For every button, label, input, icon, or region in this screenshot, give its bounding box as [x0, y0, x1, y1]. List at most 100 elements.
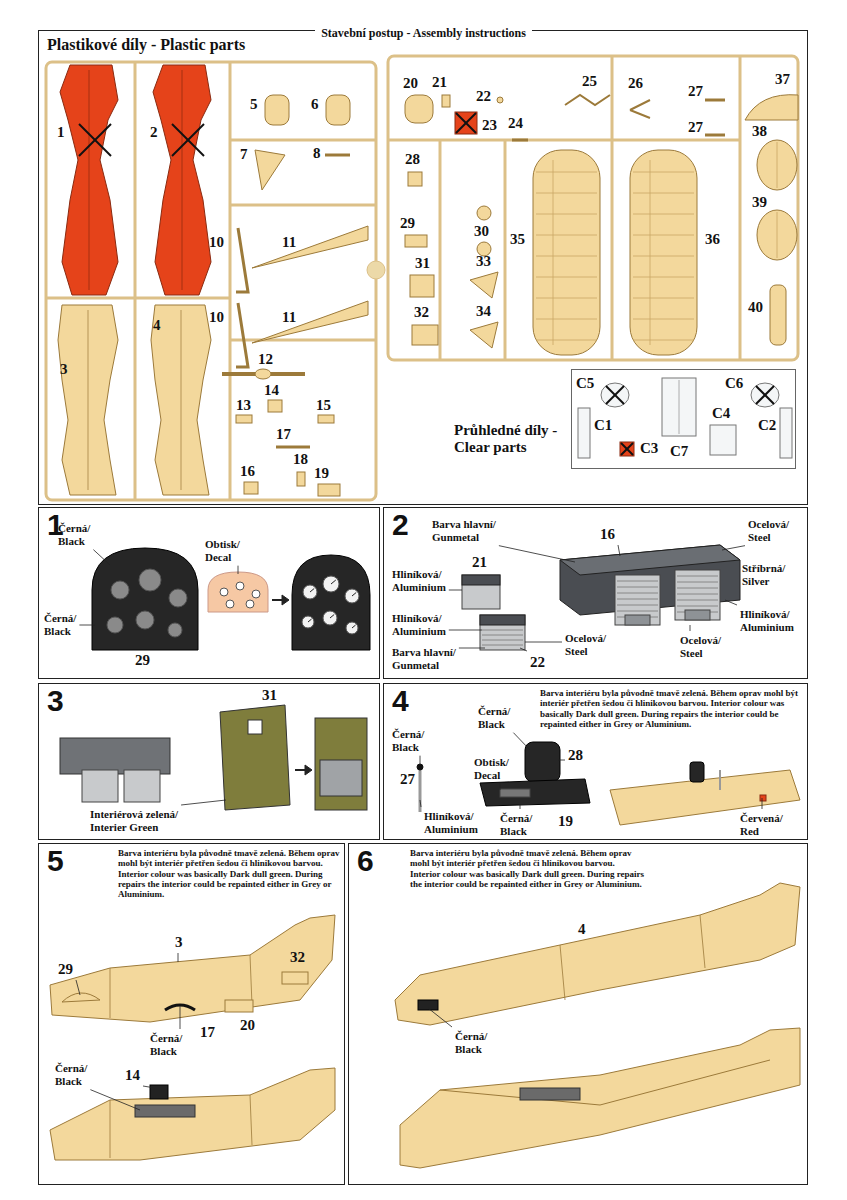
seat-back [525, 742, 560, 782]
color-callout: Černá/ Black [44, 612, 89, 637]
color-callout: Černá/ Black [150, 1032, 195, 1057]
cylinder-fin [617, 587, 658, 588]
dial-needle [310, 589, 314, 593]
color-callout: Obtisk/ Decal [205, 538, 255, 563]
leader-line [420, 756, 421, 764]
step-panel: 3 [38, 683, 380, 840]
fuselage-half [50, 915, 335, 1022]
cockpit-opening [520, 1088, 580, 1100]
remove-cross [756, 386, 774, 404]
callout-number: 27 [688, 84, 703, 99]
wing-rib [536, 172, 597, 173]
part-shape [757, 140, 797, 190]
cylinder-fin [617, 605, 658, 606]
cylinder-top [480, 615, 525, 625]
wing-rib [536, 319, 597, 320]
fuselage-half [395, 883, 800, 1025]
callout-number: C3 [640, 441, 658, 456]
cylinder-fin [677, 576, 718, 577]
firewall [220, 705, 290, 810]
cylinder-fin [482, 640, 523, 641]
step-panel: 5 [38, 843, 345, 1185]
cylinder-fin [677, 600, 718, 601]
note-text: Barva interiéru byla původně tmavě zelen… [540, 688, 802, 729]
dial [323, 611, 337, 625]
part-removed [620, 442, 634, 456]
clear-part [780, 408, 792, 458]
cylinder-part [462, 575, 500, 609]
part-shape [255, 150, 285, 190]
callout-number: 6 [311, 97, 319, 112]
cylinder-top [462, 575, 500, 585]
callout-number: 15 [316, 398, 331, 413]
callout-number: 1 [57, 125, 65, 140]
callout-number: C4 [712, 406, 730, 421]
part-shape [470, 322, 498, 348]
callout-number: 11 [282, 310, 296, 325]
callout-number: 17 [200, 1025, 215, 1040]
remove-cross [172, 124, 204, 156]
engine-block [60, 738, 170, 774]
instrument-panel [292, 555, 370, 650]
callout-number: 33 [476, 254, 491, 269]
wing-rib [536, 235, 597, 236]
callout-number: 14 [264, 383, 279, 398]
remove-cross [172, 124, 204, 156]
clear-part [751, 383, 779, 407]
remove-cross [606, 386, 624, 404]
color-callout: Černá/ Black [55, 1062, 100, 1087]
callout-number: 29 [400, 216, 415, 231]
instrument-hole [136, 611, 154, 629]
remove-cross [456, 113, 476, 133]
instrument-hole [111, 581, 129, 599]
clear-part [710, 425, 736, 455]
dial [303, 585, 317, 599]
wing-rib [633, 256, 694, 257]
wing-spar [553, 160, 554, 345]
remove-cross [79, 124, 111, 156]
sprue-runner [230, 139, 376, 142]
callout-number: 20 [403, 76, 418, 91]
part-shape [405, 95, 433, 123]
callout-number: 16 [600, 527, 615, 542]
dial [236, 582, 244, 590]
dial-needle [331, 580, 336, 584]
callout-number: C2 [758, 418, 776, 433]
clear-part [578, 408, 590, 458]
part-shape [565, 95, 610, 105]
cylinder-fin [617, 599, 658, 600]
sprue-runner [739, 56, 742, 360]
part-shape [770, 285, 786, 345]
leader-line [238, 566, 239, 574]
sheet-title: Stavební postup - Assembly instructions [315, 26, 532, 40]
color-callout: Hliníková/ Aluminium [392, 568, 454, 593]
callout-number: 4 [153, 318, 161, 333]
sprue-runner [229, 62, 232, 500]
wing-part [533, 150, 600, 355]
wing-rib [633, 214, 694, 215]
color-callout: Barva hlavní/ Gunmetal [392, 646, 467, 671]
callout-number: 36 [705, 232, 720, 247]
remove-cross [606, 386, 624, 404]
cylinder [615, 575, 660, 625]
part-shape [244, 482, 258, 494]
cylinder-fin [677, 582, 718, 583]
dial-needle [352, 593, 356, 597]
callout-number: 8 [313, 146, 321, 161]
title-bar: Stavební postup - Assembly instructions [0, 23, 847, 41]
callout-number: C7 [670, 444, 688, 459]
step-number: 3 [47, 686, 64, 716]
arrow-head [282, 595, 289, 605]
instrument-hole [107, 617, 123, 633]
callout-number: 4 [578, 922, 586, 937]
step-number: 2 [392, 510, 409, 540]
part-shape [297, 472, 305, 486]
cylinder-fin [482, 630, 523, 631]
control-stick [719, 770, 721, 790]
clear-part [601, 383, 629, 407]
firewall [315, 718, 367, 810]
part-shape [265, 95, 289, 125]
callout-number: 34 [476, 304, 491, 319]
leader-line [525, 642, 562, 643]
